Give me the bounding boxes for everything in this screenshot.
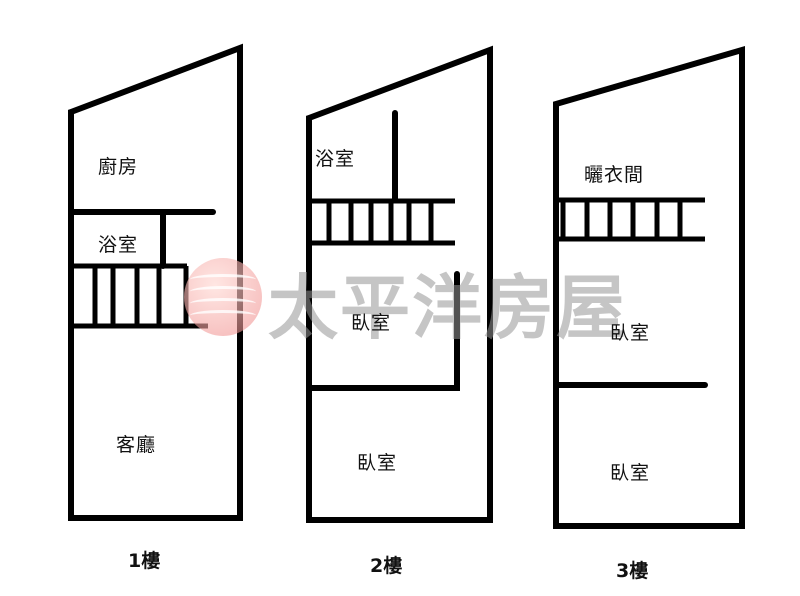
floor-label-2: 2樓	[370, 555, 403, 577]
room-label-kitchen: 廚房	[98, 156, 139, 178]
floor-2-plan	[306, 45, 493, 523]
staircase-icon	[309, 198, 455, 246]
room-label-bedroom: 臥室	[610, 462, 651, 484]
room-label-laundry-room: 曬衣間	[584, 164, 645, 186]
staircase-icon	[556, 197, 705, 242]
room-label-bedroom: 臥室	[357, 452, 398, 474]
floor-label-3: 3樓	[616, 560, 649, 582]
room-label-bedroom: 臥室	[351, 312, 392, 334]
watermark-text: 太平洋房屋	[268, 266, 628, 349]
floor-3-plan	[553, 46, 745, 529]
room-label-bathroom: 浴室	[98, 234, 139, 256]
room-label-bedroom: 臥室	[610, 322, 651, 344]
room-label-living-room: 客廳	[116, 434, 157, 456]
floor-label-1: 1樓	[128, 550, 161, 572]
watermark-logo-icon	[184, 258, 262, 336]
room-label-bathroom: 浴室	[315, 148, 356, 170]
